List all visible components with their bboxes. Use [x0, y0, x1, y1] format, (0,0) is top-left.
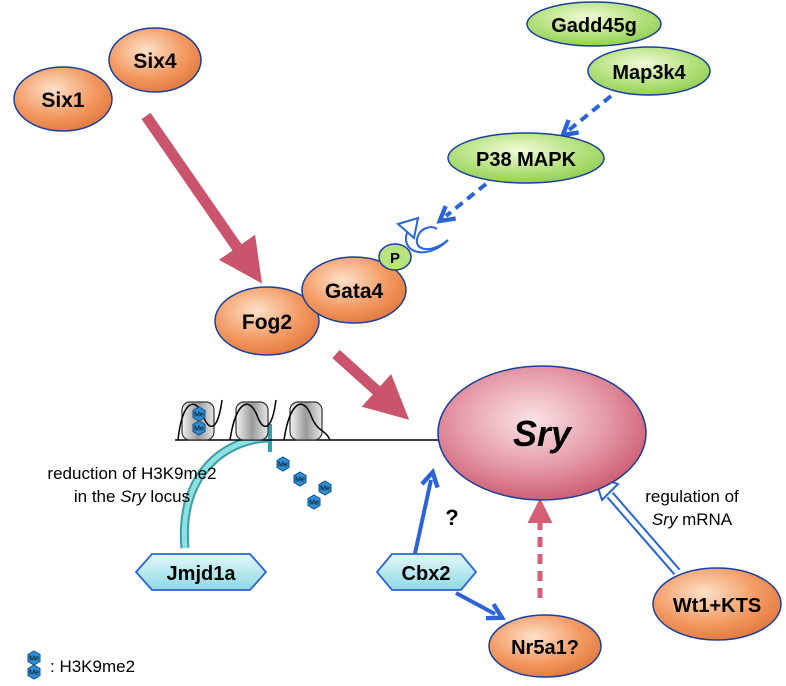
svg-text:Me: Me [309, 500, 319, 507]
svg-text:Me: Me [295, 477, 305, 484]
methyl-mark-icon: Me [318, 480, 332, 496]
jmjd1a-label: Jmjd1a [167, 563, 237, 585]
gadd45g-label: Gadd45g [551, 15, 637, 37]
six1-node: Six1 [13, 66, 113, 132]
nr5a1-node: Nr5a1? [488, 614, 602, 678]
reduction-note-line1: reduction of H3K9me2 [47, 464, 216, 483]
cbx2-to-sry-arrow [412, 480, 431, 559]
methyl-mark-icon: Me [307, 494, 321, 510]
regulation-note: regulation of Sry mRNA [645, 487, 739, 529]
svg-text:Me: Me [29, 670, 39, 677]
gadd45g-node: Gadd45g [526, 1, 662, 47]
gata4-label: Gata4 [325, 280, 384, 303]
regulation-note-line1: regulation of [645, 487, 739, 506]
svg-text:Me: Me [194, 412, 204, 419]
fog2-to-sry-arrow [332, 349, 410, 420]
nucleosome-3 [283, 401, 331, 441]
methyl-mark-icon: Me [192, 406, 206, 422]
gata4-node: Gata4 [301, 256, 407, 324]
wt1-kts-label: Wt1+KTS [673, 595, 761, 617]
nucleosome-1 [177, 399, 223, 441]
reduction-note: reduction of H3K9me2 in the Sry locus [47, 464, 216, 506]
map3k4-label: Map3k4 [612, 62, 686, 84]
svg-text:Me: Me [320, 486, 330, 493]
methyl-mark-icon: Me [27, 650, 41, 666]
p38-mapk-node: P38 MAPK [447, 132, 605, 184]
sry-label: Sry [513, 413, 573, 454]
nr5a1-label: Nr5a1? [511, 637, 579, 659]
methyl-mark-icon: Me [27, 664, 41, 680]
svg-text:Me: Me [29, 656, 39, 663]
wt1-kts-node: Wt1+KTS [652, 567, 782, 641]
methyl-mark-icon: Me [293, 471, 307, 487]
cbx2-label: Cbx2 [402, 563, 451, 585]
jmjd1a-node: Jmjd1a [134, 553, 268, 591]
legend: Me Me : H3K9me2 [27, 650, 135, 680]
wt1-to-sry-arrow [592, 474, 681, 575]
svg-text:Me: Me [278, 462, 288, 469]
cbx2-to-nr5a1-arrow [455, 591, 495, 614]
phospho-node: P [378, 243, 412, 271]
p38-to-gata4-arrow [446, 182, 488, 216]
phosphorylation-curved-arrow [395, 216, 449, 254]
nucleosome-2 [229, 399, 277, 441]
fog2-label: Fog2 [242, 311, 292, 334]
six1-label: Six1 [41, 89, 85, 112]
sry-node: Sry [437, 365, 647, 501]
map3k4-node: Map3k4 [587, 46, 711, 96]
legend-label: : H3K9me2 [50, 657, 135, 676]
svg-text:Me: Me [194, 426, 204, 433]
regulation-note-line2: Sry mRNA [652, 510, 733, 529]
reduction-note-line2: in the Sry locus [74, 487, 190, 506]
methyl-mark-icon: Me [276, 456, 290, 472]
uncertain-mark: ? [445, 505, 458, 530]
jmjd1a-inhibition-arc [179, 424, 272, 549]
methyl-mark-icon: Me [192, 420, 206, 436]
six4-label: Six4 [133, 50, 177, 73]
six-to-fog2-arrow [141, 112, 263, 284]
phospho-label: P [390, 250, 400, 267]
cbx2-node: Cbx2 [375, 553, 478, 591]
fog2-node: Fog2 [214, 286, 320, 356]
p38-mapk-label: P38 MAPK [476, 149, 577, 171]
six4-node: Six4 [108, 27, 202, 93]
map3k4-to-p38-arrow [569, 94, 613, 130]
